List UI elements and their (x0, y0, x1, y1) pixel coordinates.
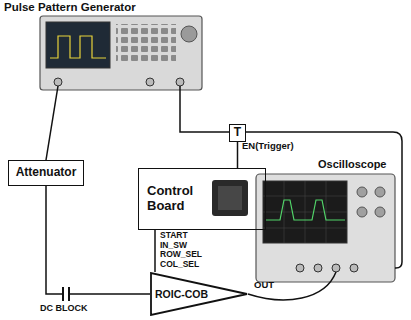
port-name: OUT (254, 280, 274, 290)
wire (46, 86, 58, 160)
signal-name: EN(Trigger) (242, 141, 294, 151)
chip-die (218, 186, 242, 210)
wire (246, 132, 402, 268)
node-text: T (234, 126, 241, 140)
pulse-generator-picture (40, 16, 202, 90)
amplifier-outline (151, 273, 247, 315)
generator-body (40, 16, 202, 90)
roic-amplifier: ROIC-COB (150, 272, 248, 316)
input-jack (296, 264, 304, 272)
button-grid (116, 24, 176, 64)
output-jack (54, 78, 62, 86)
scope-knob (357, 207, 367, 217)
pulse-trace (50, 36, 106, 58)
node-text: Attenuator (16, 166, 77, 180)
signal-name: IN_SW (160, 241, 187, 250)
connector-line (154, 230, 156, 272)
signal-name: START (160, 231, 188, 240)
chip-body (212, 180, 248, 216)
scope-knob (375, 207, 385, 217)
output-jack (176, 78, 184, 86)
scope-knob (375, 187, 385, 197)
capacitor-plate (68, 287, 70, 301)
scope-knob (357, 187, 367, 197)
scope-screen (263, 181, 347, 243)
tee-junction: T (229, 124, 246, 142)
control-chip-picture (212, 180, 248, 216)
screen-grid (263, 181, 347, 243)
attenuator-box: Attenuator (8, 160, 84, 186)
generator-screen (46, 22, 110, 68)
oscilloscope-picture (256, 174, 395, 282)
control-board-box: Control Board (138, 168, 266, 230)
signal-name: COL_SEL (160, 260, 199, 269)
signal-name: ROW_SEL (160, 250, 202, 259)
input-jack (332, 264, 340, 272)
instrument-title: Oscilloscope (318, 158, 386, 170)
capacitor-plate (62, 287, 64, 301)
signal-wires (46, 86, 402, 300)
node-text: ROIC-COB (155, 288, 208, 300)
part-name: DC BLOCK (40, 304, 88, 314)
wire (180, 86, 229, 132)
generator-knob (181, 26, 197, 42)
connector-line (46, 186, 150, 294)
instrument-title: Pulse Pattern Generator (4, 1, 136, 14)
input-jack (314, 264, 322, 272)
output-jack (146, 78, 154, 86)
connector-line (237, 142, 239, 168)
wire (248, 272, 336, 300)
input-jack (350, 264, 358, 272)
scope-trace (265, 200, 345, 220)
scope-body (256, 174, 395, 282)
node-text: Control Board (147, 184, 209, 214)
